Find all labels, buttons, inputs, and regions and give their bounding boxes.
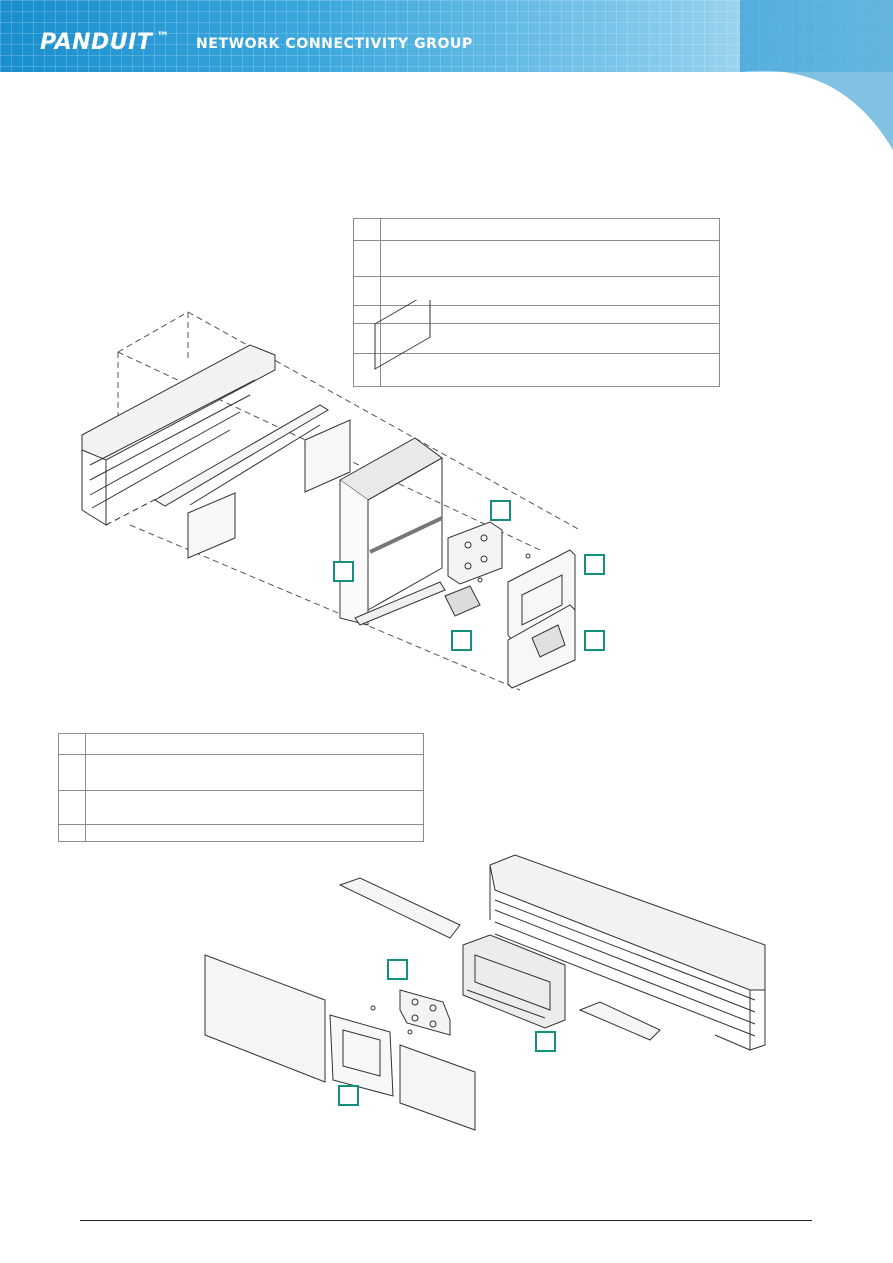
raceway-exploded-diagram-1 xyxy=(81,300,581,691)
duplex-receptacle xyxy=(399,989,451,1036)
device-bracket xyxy=(339,300,446,626)
table-row xyxy=(58,754,424,791)
callout-box xyxy=(584,630,605,651)
row-number xyxy=(58,824,86,842)
table-row xyxy=(58,824,424,842)
row-number xyxy=(353,240,381,277)
cover-piece-lower xyxy=(187,492,236,559)
group-name: NETWORK CONNECTIVITY GROUP xyxy=(196,36,473,52)
screw xyxy=(477,577,483,583)
header-swoosh xyxy=(0,0,893,160)
faceplate-lower xyxy=(507,604,576,689)
table-row xyxy=(58,790,424,825)
raceway-exploded-diagram-2 xyxy=(204,854,766,1131)
row-description xyxy=(85,790,424,825)
screw xyxy=(525,553,531,559)
divider-strip-line xyxy=(189,424,321,506)
row-description xyxy=(380,240,720,277)
row-description xyxy=(85,733,424,755)
parts-table-1 xyxy=(353,218,720,387)
row-number xyxy=(58,733,86,755)
row-number xyxy=(58,790,86,825)
callout-box xyxy=(333,561,354,582)
row-number xyxy=(353,353,381,387)
row-description xyxy=(85,754,424,791)
callout-box xyxy=(584,554,605,575)
table-row xyxy=(353,218,720,241)
screw xyxy=(407,1029,413,1035)
row-number xyxy=(353,218,381,241)
row-number xyxy=(353,323,381,354)
duplex-receptacle xyxy=(447,521,503,585)
faceplate xyxy=(329,1014,394,1097)
row-description xyxy=(380,353,720,387)
callout-box xyxy=(535,1031,556,1052)
callout-box xyxy=(451,630,472,651)
callout-box xyxy=(387,959,408,980)
table-row xyxy=(353,353,720,387)
screw xyxy=(370,1005,376,1011)
row-description xyxy=(85,824,424,842)
row-number xyxy=(58,754,86,791)
table-row xyxy=(58,733,424,755)
raceway-base xyxy=(489,854,766,1051)
divider-strip xyxy=(578,1001,661,1041)
parts-table-2 xyxy=(58,733,424,842)
data-jack-module xyxy=(444,585,481,617)
divider-strip xyxy=(154,404,329,507)
cover-piece-right xyxy=(399,1044,476,1131)
cover-piece-left xyxy=(204,954,326,1083)
footer-rule xyxy=(80,1220,812,1221)
row-description xyxy=(380,323,720,354)
device-bracket xyxy=(462,934,566,1029)
cover-piece-upper xyxy=(304,419,351,493)
table-row xyxy=(353,323,720,354)
callout-box xyxy=(338,1085,359,1106)
table-row xyxy=(353,240,720,277)
callout-box xyxy=(490,500,511,521)
divider-strip xyxy=(338,877,461,939)
row-description xyxy=(380,218,720,241)
